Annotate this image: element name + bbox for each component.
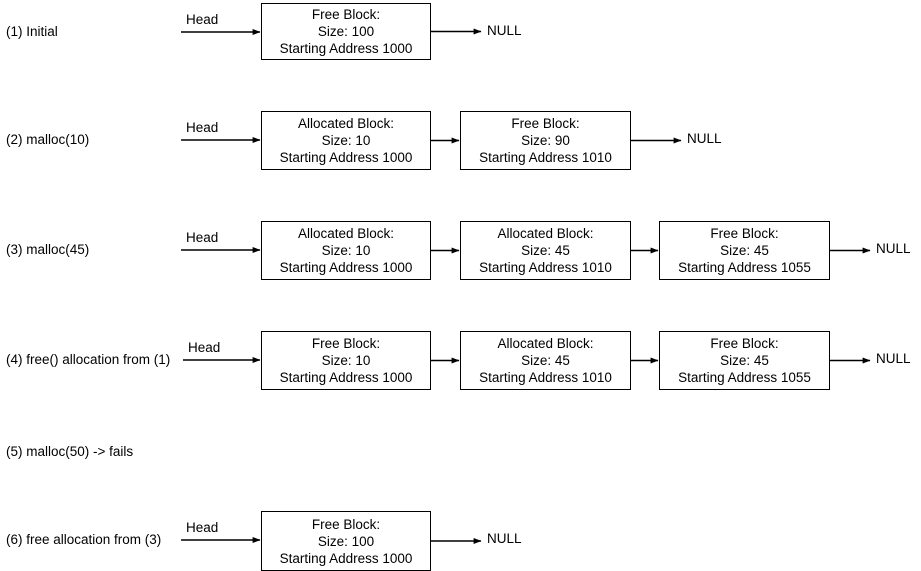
block-line-1: Allocated Block: [297,226,395,241]
block-line-3: Starting Address 1055 [678,370,811,385]
memory-block: Free Block: Size: 10 Starting Address 1000 [261,331,431,390]
block-line-2: Size: 45 [521,353,570,368]
memory-block: Free Block: Size: 45 Starting Address 1055 [659,221,830,280]
block-line-3: Starting Address 1010 [479,260,612,275]
null-label-1: NULL [487,23,522,38]
block-line-2: Size: 10 [321,243,371,258]
block-line-1: Allocated Block: [297,116,395,131]
block-line-1: Allocated Block: [497,336,594,351]
block-line-1: Free Block: [511,116,580,131]
block-line-1: Free Block: [710,226,779,241]
block-line-2: Size: 45 [720,243,769,258]
block-line-3: Starting Address 1000 [279,550,413,566]
block-line-1: Free Block: [311,516,381,532]
block-line-3: Starting Address 1055 [678,260,811,275]
head-label-6: Head [186,520,219,535]
head-label-4: Head [188,340,221,355]
block-line-2: Size: 100 [317,24,375,39]
block-line-3: Starting Address 1010 [479,370,612,385]
null-label-3: NULL [876,241,911,256]
block-line-1: Free Block: [710,336,779,351]
block-line-1: Allocated Block: [497,226,594,241]
row-label-6: (6) free allocation from (3) [6,532,162,547]
block-line-3: Starting Address 1010 [479,150,612,165]
block-line-3: Starting Address 1000 [279,260,413,275]
block-line-1: Free Block: [311,7,381,22]
row-label-2: (2) malloc(10) [6,132,90,147]
block-line-3: Starting Address 1000 [279,41,413,56]
memory-block: Allocated Block: Size: 10 Starting Address… [261,111,431,170]
block-line-2: Size: 90 [521,133,570,148]
memory-block: Free Block: Size: 90 Starting Address 1010 [460,111,631,170]
block-line-1: Free Block: [311,336,381,351]
row-label-4: (4) free() allocation from (1) [6,352,171,367]
block-line-2: Size: 45 [521,243,570,258]
memory-block: Allocated Block: Size: 10 Starting Address… [261,221,431,280]
null-label-6: NULL [487,531,522,546]
head-label-3: Head [186,230,219,245]
block-line-2: Size: 45 [720,353,769,368]
memory-block: Free Block: Size: 45 Starting Address 1055 [659,331,830,390]
block-line-2: Size: 100 [317,533,375,549]
null-label-2: NULL [687,131,722,146]
row-label-5: (5) malloc(50) -> fails [6,444,134,459]
head-label-1: Head [186,12,219,27]
memory-block: Allocated Block: Size: 45 Starting Address… [460,331,631,390]
row-label-3: (3) malloc(45) [6,242,90,257]
block-line-3: Starting Address 1000 [279,150,413,165]
block-line-2: Size: 10 [321,133,371,148]
block-line-2: Size: 10 [321,353,371,368]
head-label-2: Head [186,120,219,135]
row-label-1: (1) Initial [6,24,58,39]
memory-block: Allocated Block: Size: 45 Starting Address… [460,221,631,280]
null-label-4: NULL [876,351,911,366]
block-line-3: Starting Address 1000 [279,370,413,385]
